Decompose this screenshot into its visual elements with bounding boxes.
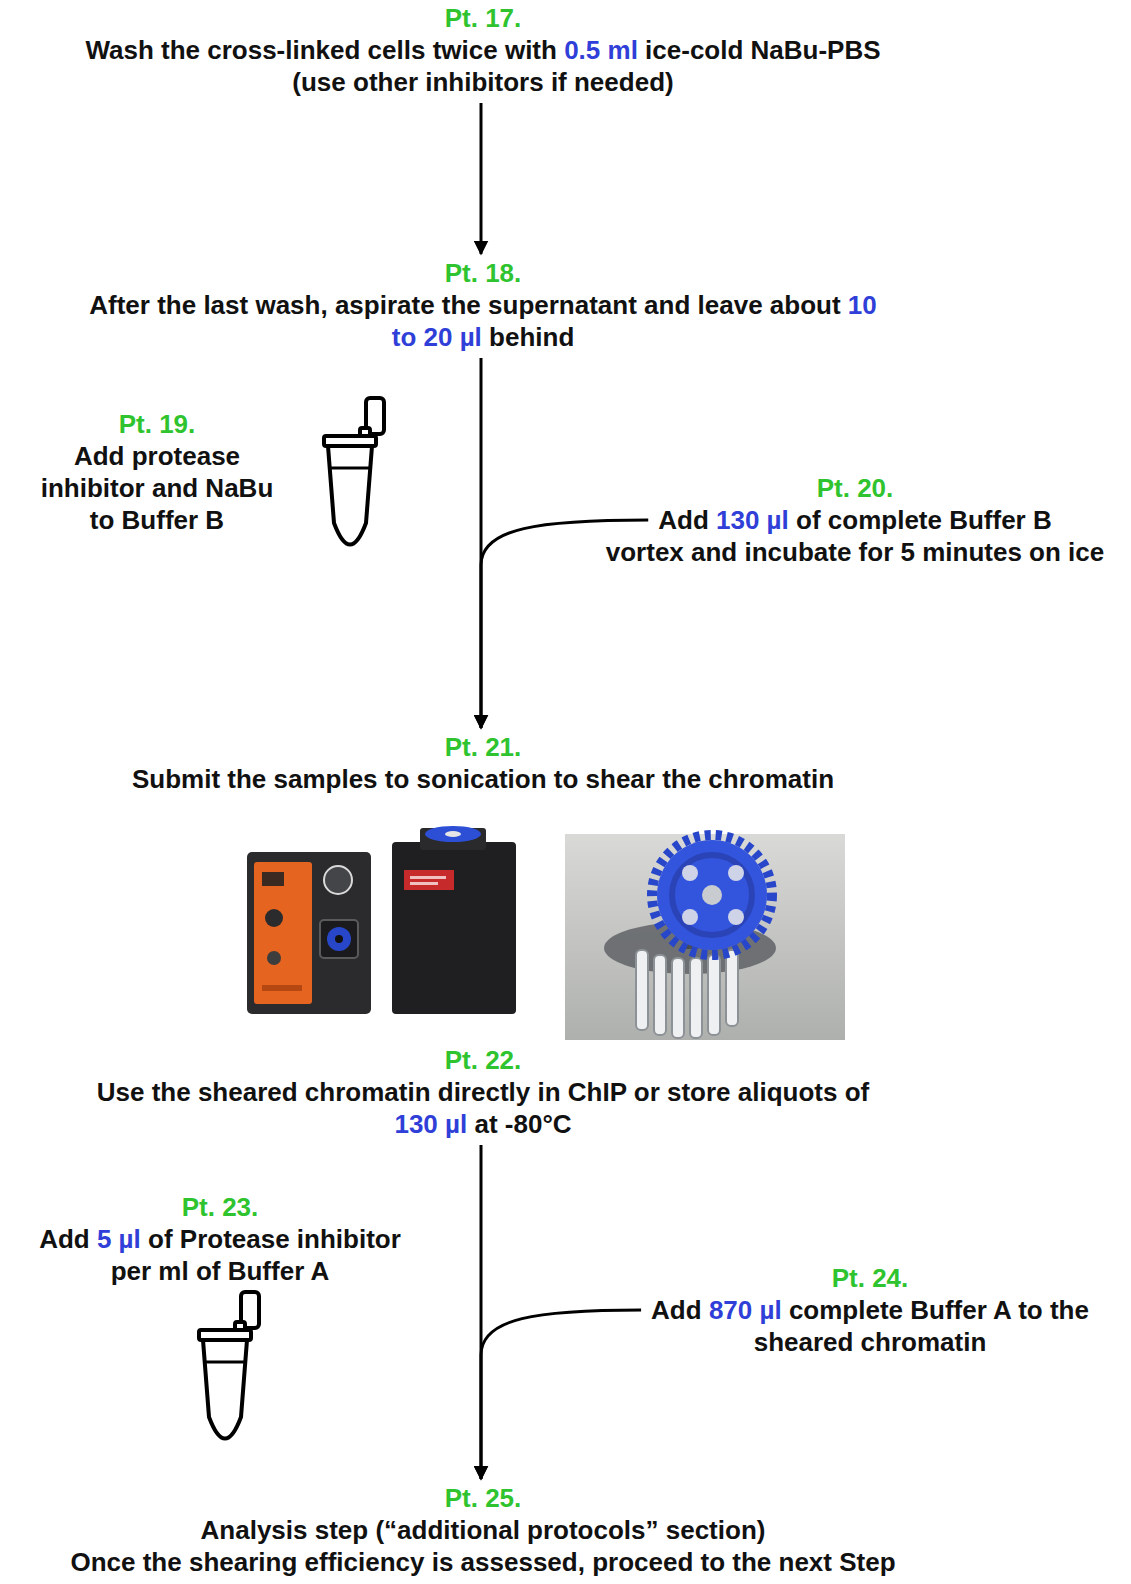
- tube-holder-photo: [565, 834, 845, 1040]
- step-text: Add 130 µl of complete Buffer B: [595, 504, 1115, 536]
- step-number: Pt. 18.: [87, 257, 879, 289]
- step-text: Add 870 µl complete Buffer A to the shea…: [630, 1294, 1110, 1358]
- step-node: Pt. 22.Use the sheared chromatin directl…: [94, 1044, 872, 1140]
- step-text: Submit the samples to sonication to shea…: [113, 763, 853, 795]
- step-text: Use the sheared chromatin directly in Ch…: [94, 1076, 872, 1140]
- step-node: Pt. 24.Add 870 µl complete Buffer A to t…: [630, 1262, 1110, 1358]
- step-number: Pt. 25.: [53, 1482, 913, 1514]
- step-node: Pt. 25.Analysis step (“additional protoc…: [53, 1482, 913, 1578]
- step-number: Pt. 22.: [94, 1044, 872, 1076]
- step-text: vortex and incubate for 5 minutes on ice: [595, 536, 1115, 568]
- step-text: Add protease inhibitor and NaBu to Buffe…: [26, 440, 288, 536]
- step-text: Add 5 µl of Protease inhibitor per ml of…: [24, 1223, 416, 1287]
- step-text: Analysis step (“additional protocols” se…: [53, 1514, 913, 1546]
- step-number: Pt. 24.: [630, 1262, 1110, 1294]
- tube-icon: [199, 1292, 259, 1439]
- step-number: Pt. 17.: [73, 2, 893, 34]
- step-text: Once the shearing efficiency is assessed…: [53, 1546, 913, 1578]
- step-number: Pt. 19.: [26, 408, 288, 440]
- quantity: 0.5 ml: [564, 35, 638, 65]
- step-node: Pt. 23.Add 5 µl of Protease inhibitor pe…: [24, 1191, 416, 1287]
- step-number: Pt. 23.: [24, 1191, 416, 1223]
- step-number: Pt. 20.: [595, 472, 1115, 504]
- quantity: 130 µl: [394, 1109, 467, 1139]
- step-node: Pt. 20.Add 130 µl of complete Buffer Bvo…: [595, 472, 1115, 568]
- step-node: Pt. 21.Submit the samples to sonication …: [113, 731, 853, 795]
- step-node: Pt. 17.Wash the cross-linked cells twice…: [73, 2, 893, 98]
- quantity: 5 µl: [97, 1224, 141, 1254]
- step-number: Pt. 21.: [113, 731, 853, 763]
- connector-arrow: [481, 1310, 641, 1479]
- step-text: After the last wash, aspirate the supern…: [87, 289, 879, 353]
- connector-arrow: [480, 103, 483, 254]
- quantity: 10 to 20 µl: [392, 290, 877, 352]
- step-node: Pt. 18.After the last wash, aspirate the…: [87, 257, 879, 353]
- step-node: Pt. 19.Add protease inhibitor and NaBu t…: [26, 408, 288, 536]
- sonicator-unit: [392, 826, 516, 1014]
- tube-icon: [324, 398, 384, 545]
- step-text: Wash the cross-linked cells twice with 0…: [73, 34, 893, 98]
- quantity: 130 µl: [716, 505, 789, 535]
- sonicator-controller: [247, 852, 371, 1014]
- quantity: 870 µl: [709, 1295, 782, 1325]
